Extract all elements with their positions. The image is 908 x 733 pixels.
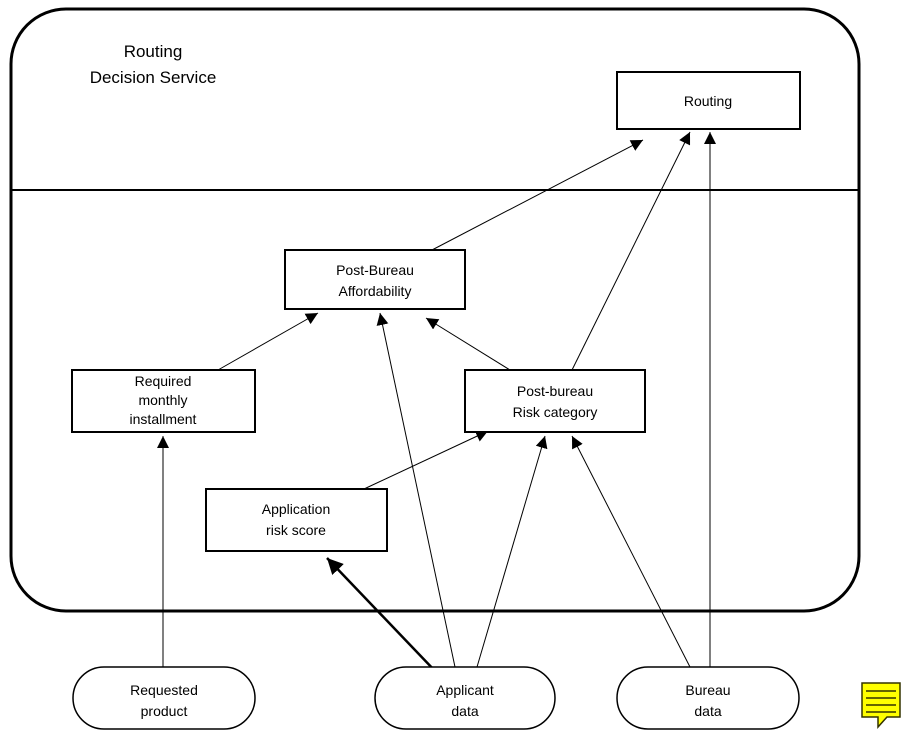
edge-applicant-to-affordability [376,312,456,668]
edge-applicant-to-riskcategory [476,435,548,668]
sticky-note-icon[interactable] [861,682,901,729]
decision-post-bureau-risk-category[interactable]: Post-bureau Risk category [464,369,646,433]
decision-application-risk-score-label-line1: Application [262,501,331,517]
decision-application-risk-score[interactable]: Application risk score [205,488,388,552]
input-applicant-data[interactable]: Applicant data [374,666,556,730]
input-applicant-data-label-line1: Applicant [436,682,494,698]
edge-riskcategory-to-routing [571,131,691,371]
edge-bureau-to-riskcategory [571,435,691,668]
decision-required-monthly-installment[interactable]: Required monthly installment [71,369,256,433]
input-requested-product[interactable]: Requested product [72,666,256,730]
decision-routing-label: Routing [684,93,732,109]
input-bureau-data-label-line1: Bureau [685,682,730,698]
edges [157,131,716,673]
decision-routing[interactable]: Routing [616,71,801,130]
edge-affordability-to-routing [431,139,644,251]
decision-required-monthly-installment-label-line1: Required [135,373,192,389]
decision-service-boundary [9,7,861,613]
decision-post-bureau-affordability-label-line1: Post-Bureau [336,262,414,278]
input-bureau-data-label-line2: data [694,703,721,719]
input-requested-product-label-line1: Requested [130,682,198,698]
decision-post-bureau-risk-category-label-line1: Post-bureau [517,383,593,399]
edge-riskcategory-to-affordability [425,317,511,371]
decision-post-bureau-affordability[interactable]: Post-Bureau Affordability [284,249,466,310]
edge-installment-to-affordability [217,312,319,371]
decision-post-bureau-risk-category-label-line2: Risk category [513,404,598,420]
service-title-line2: Decision Service [90,68,217,87]
edge-applicant-to-riskscore [326,557,437,673]
decision-post-bureau-affordability-label-line2: Affordability [339,283,412,299]
decision-application-risk-score-label-line2: risk score [266,522,326,538]
input-requested-product-label-line2: product [141,703,188,719]
input-applicant-data-label-line2: data [451,703,478,719]
decision-required-monthly-installment-label-line2: monthly [138,392,187,408]
decision-required-monthly-installment-label-line3: installment [130,411,197,427]
edge-riskscore-to-riskcategory [363,430,489,490]
service-title-line1: Routing [124,42,183,61]
input-bureau-data[interactable]: Bureau data [616,666,800,730]
